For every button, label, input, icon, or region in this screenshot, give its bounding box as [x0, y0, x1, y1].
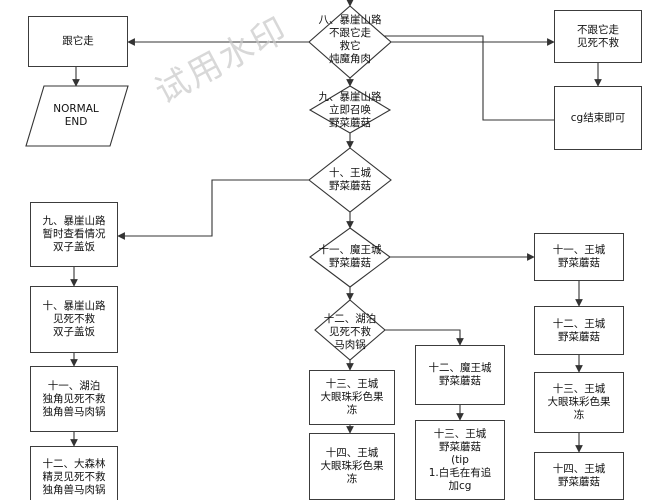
right-node-13: 十三、王城 大眼珠彩色果 冻 [534, 372, 624, 433]
decision-node-8 [308, 5, 392, 79]
left-node-10: 十、暴崖山路 见死不救 双子盖饭 [30, 286, 118, 353]
left-node-12: 十二、大森林 精灵见死不救 独角兽马肉锅 [30, 446, 118, 500]
left-node-9: 九、暴崖山路 暂时查看情况 双子盖饭 [30, 202, 118, 267]
normal-end-terminal [25, 85, 129, 147]
right-node-11: 十一、王城 野菜蘑菇 [534, 233, 624, 281]
cg-end-node: cg结束即可 [554, 86, 642, 150]
center-node-13: 十三、王城 大眼珠彩色果 冻 [309, 370, 395, 425]
not-follow-node: 不跟它走 见死不救 [554, 10, 642, 63]
follow-node: 跟它走 [28, 16, 128, 67]
decision-8-text: 八、暴崖山路 不跟它走 救它 炖魔角肉 [318, 14, 382, 65]
connector [378, 35, 554, 121]
decision-node-11 [309, 227, 391, 288]
middle-node-13: 十三、王城 野菜蘑菇 (tip 1.白毛在有追 加cg [415, 420, 505, 500]
decision-10-text: 十、王城 野菜蘑菇 [329, 167, 371, 192]
decision-node-9 [308, 85, 392, 134]
decision-node-12 [314, 299, 386, 361]
middle-node-12: 十二、魔王城 野菜蘑菇 [415, 345, 505, 405]
left-node-11: 十一、湖泊 独角见死不救 独角兽马肉锅 [30, 366, 118, 432]
right-node-14: 十四、王城 野菜蘑菇 [534, 452, 624, 500]
connector [385, 329, 464, 346]
decision-node-10 [308, 147, 392, 213]
decision-12-text: 十二、湖泊 见死不救 马肉锅 [323, 312, 377, 351]
connector [117, 179, 309, 240]
normal-end-label: NORMAL END [53, 103, 99, 128]
decision-9-text: 九、暴崖山路 立即召唤 野菜蘑菇 [318, 90, 382, 129]
decision-11-text: 十一、魔王城 野菜蘑菇 [318, 244, 382, 269]
center-node-14: 十四、王城 大眼珠彩色果 冻 [309, 433, 395, 500]
right-node-12: 十二、王城 野菜蘑菇 [534, 306, 624, 355]
